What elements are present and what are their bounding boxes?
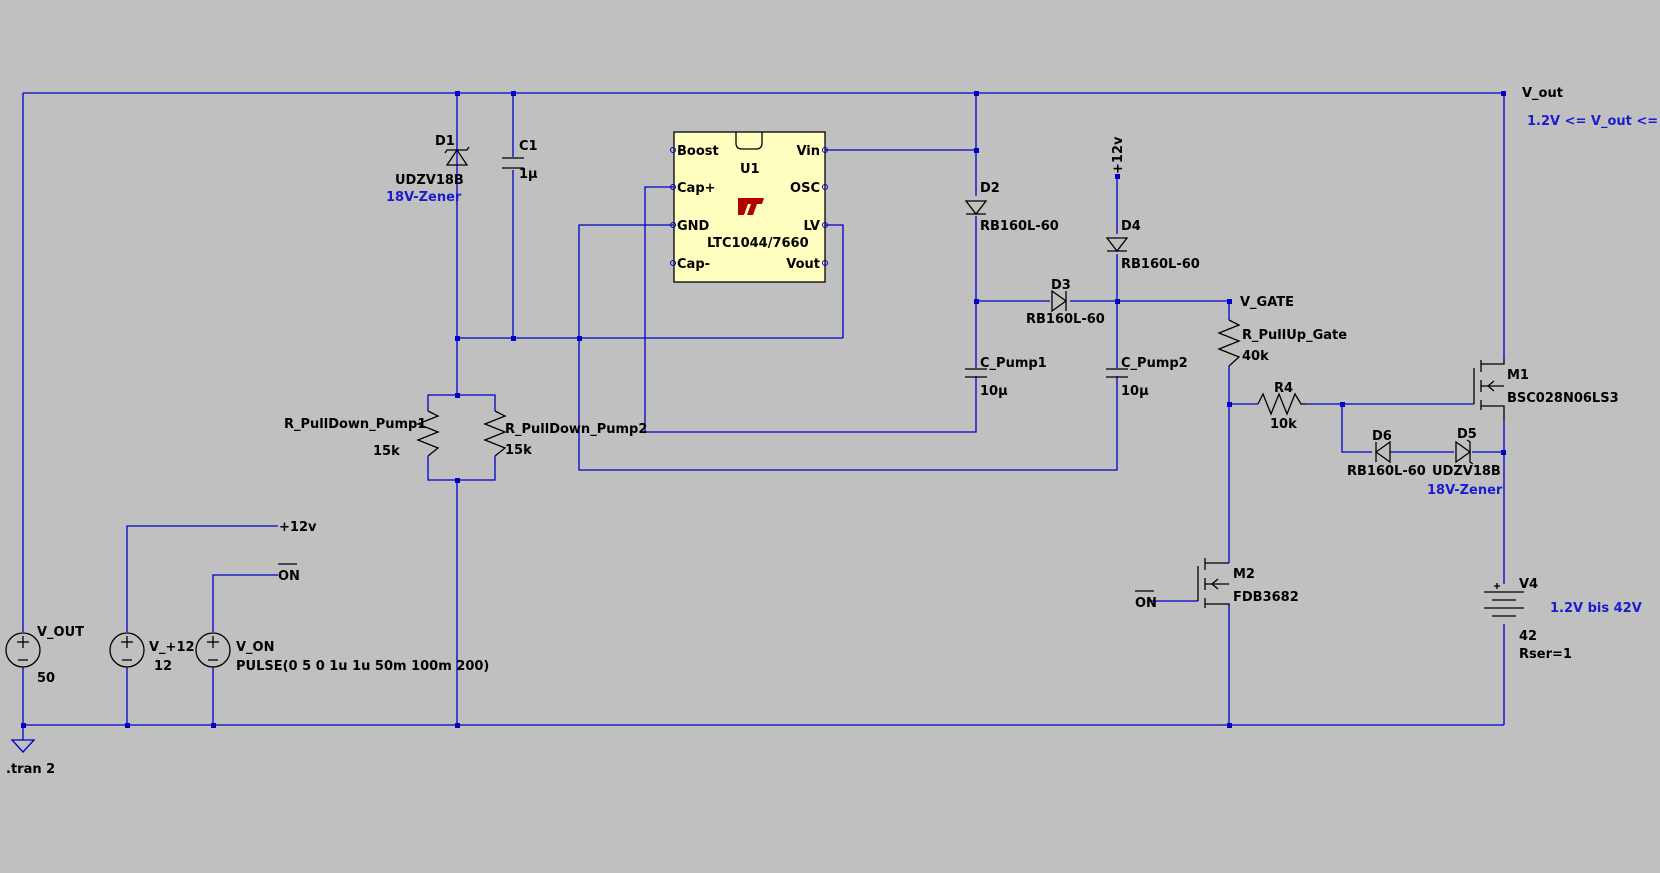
ltc-logo-icon [738,198,764,215]
battery-icon[interactable] [1484,583,1524,617]
svg-text:+12v: +12v [1111,136,1126,174]
voltage-source-icon[interactable] [5,632,41,668]
u1-pin-boost: Boost [677,144,719,159]
u1-pin-vout: Vout [786,257,820,272]
u1-pin-osc: OSC [790,181,820,196]
v-on-src-value: PULSE(0 5 0 1u 1u 50m 100m 200) [236,659,489,674]
tran-directive[interactable]: .tran 2 [6,762,55,777]
u1-pin-cap-plus: Cap+ [677,181,716,196]
u1-pin-cap-minus: Cap- [677,257,710,272]
m1-ref: M1 [1507,368,1529,383]
u1-part: LTC1044/7660 [707,236,809,251]
d2-value: RB160L-60 [980,219,1059,234]
d3-value: RB160L-60 [1026,312,1105,327]
c-pump1-ref: C_Pump1 [980,356,1047,371]
v-out-src-value: 50 [37,671,55,686]
c-pump2-value: 10µ [1121,384,1149,399]
m1-value: BSC028N06LS3 [1507,391,1619,406]
r-pulldown-pump2-ref: R_PullDown_Pump2 [505,422,647,437]
resistor-icon[interactable] [1217,319,1241,367]
diode-icon[interactable] [1374,440,1391,464]
c-pump2-ref: C_Pump2 [1121,356,1188,371]
u1-ref: U1 [740,162,760,177]
junction-dots [21,91,1506,728]
voltage-source-icon[interactable] [109,632,145,668]
d4-value: RB160L-60 [1121,257,1200,272]
d6-ref: D6 [1372,429,1392,444]
c1-value: 1µ [519,167,538,182]
u1-pin-vin: Vin [796,144,820,159]
resistor-icon[interactable] [416,410,440,457]
diode-icon[interactable] [964,200,988,216]
svg-text:V_GATE: V_GATE [1240,295,1294,310]
net-plus12-top: +12v [1111,136,1126,179]
ic-u1[interactable] [670,131,828,283]
net-plus12-left: +12v [279,520,317,535]
net-v-out: V_out 1.2V <= V_out <= 50V [1522,86,1660,129]
d5-note: 18V-Zener [1427,483,1503,498]
svg-text:ON: ON [278,569,300,584]
svg-text:V_out: V_out [1522,86,1563,101]
wires [22,92,1505,740]
capacitor-icon[interactable] [965,368,987,378]
d5-value: UDZV18B [1432,464,1501,479]
r-pullup-gate-value: 40k [1242,349,1269,364]
r4-ref: R4 [1274,381,1293,396]
u1-pin-gnd: GND [677,219,710,234]
v-out-src-ref: V_OUT [37,625,84,640]
diode-icon[interactable] [1051,289,1068,313]
zener-icon[interactable] [444,146,470,166]
u1-pin-lv: LV [803,219,820,234]
r4-value: 10k [1270,417,1297,432]
v4-extra: Rser=1 [1519,647,1572,662]
nmos-icon[interactable] [1473,358,1505,420]
r-pulldown-pump1-ref: R_PullDown_Pump1 [284,417,426,432]
v4-value: 42 [1519,629,1537,644]
d1-note: 18V-Zener [386,190,462,205]
m2-ref: M2 [1233,567,1255,582]
r-pullup-gate-ref: R_PullUp_Gate [1242,328,1347,343]
m2-value: FDB3682 [1233,590,1299,605]
d1-value: UDZV18B [395,173,464,188]
svg-text:1.2V <= V_out <= 50V: 1.2V <= V_out <= 50V [1527,114,1660,129]
nmos-icon[interactable] [1197,558,1230,608]
resistor-icon[interactable] [483,410,507,457]
ground-icon[interactable] [10,739,36,753]
net-on-m2: ON [1135,590,1157,611]
v-on-src-ref: V_ON [236,640,275,655]
voltage-source-icon[interactable] [195,632,231,668]
capacitor-icon[interactable] [502,157,524,169]
v-12-src-ref: V_+12 [149,640,195,655]
zener-icon[interactable] [1455,439,1474,465]
d6-value: RB160L-60 [1347,464,1426,479]
v-12-src-value: 12 [154,659,172,674]
c1-ref: C1 [519,139,538,154]
capacitor-icon[interactable] [1106,368,1128,378]
v4-note: 1.2V bis 42V [1550,601,1642,616]
resistor-icon[interactable] [1257,392,1306,416]
d5-ref: D5 [1457,427,1477,442]
d3-ref: D3 [1051,278,1071,293]
d4-ref: D4 [1121,219,1141,234]
svg-text:ON: ON [1135,596,1157,611]
r-pulldown-pump1-value: 15k [373,444,400,459]
c-pump1-value: 10µ [980,384,1008,399]
net-on-left: ON [278,563,300,584]
net-v-gate: V_GATE [1227,295,1294,310]
r-pulldown-pump2-value: 15k [505,443,532,458]
d1-ref: D1 [435,134,455,149]
v4-ref: V4 [1519,577,1538,592]
diode-icon[interactable] [1105,237,1129,253]
d2-ref: D2 [980,181,1000,196]
svg-text:+12v: +12v [279,520,317,535]
